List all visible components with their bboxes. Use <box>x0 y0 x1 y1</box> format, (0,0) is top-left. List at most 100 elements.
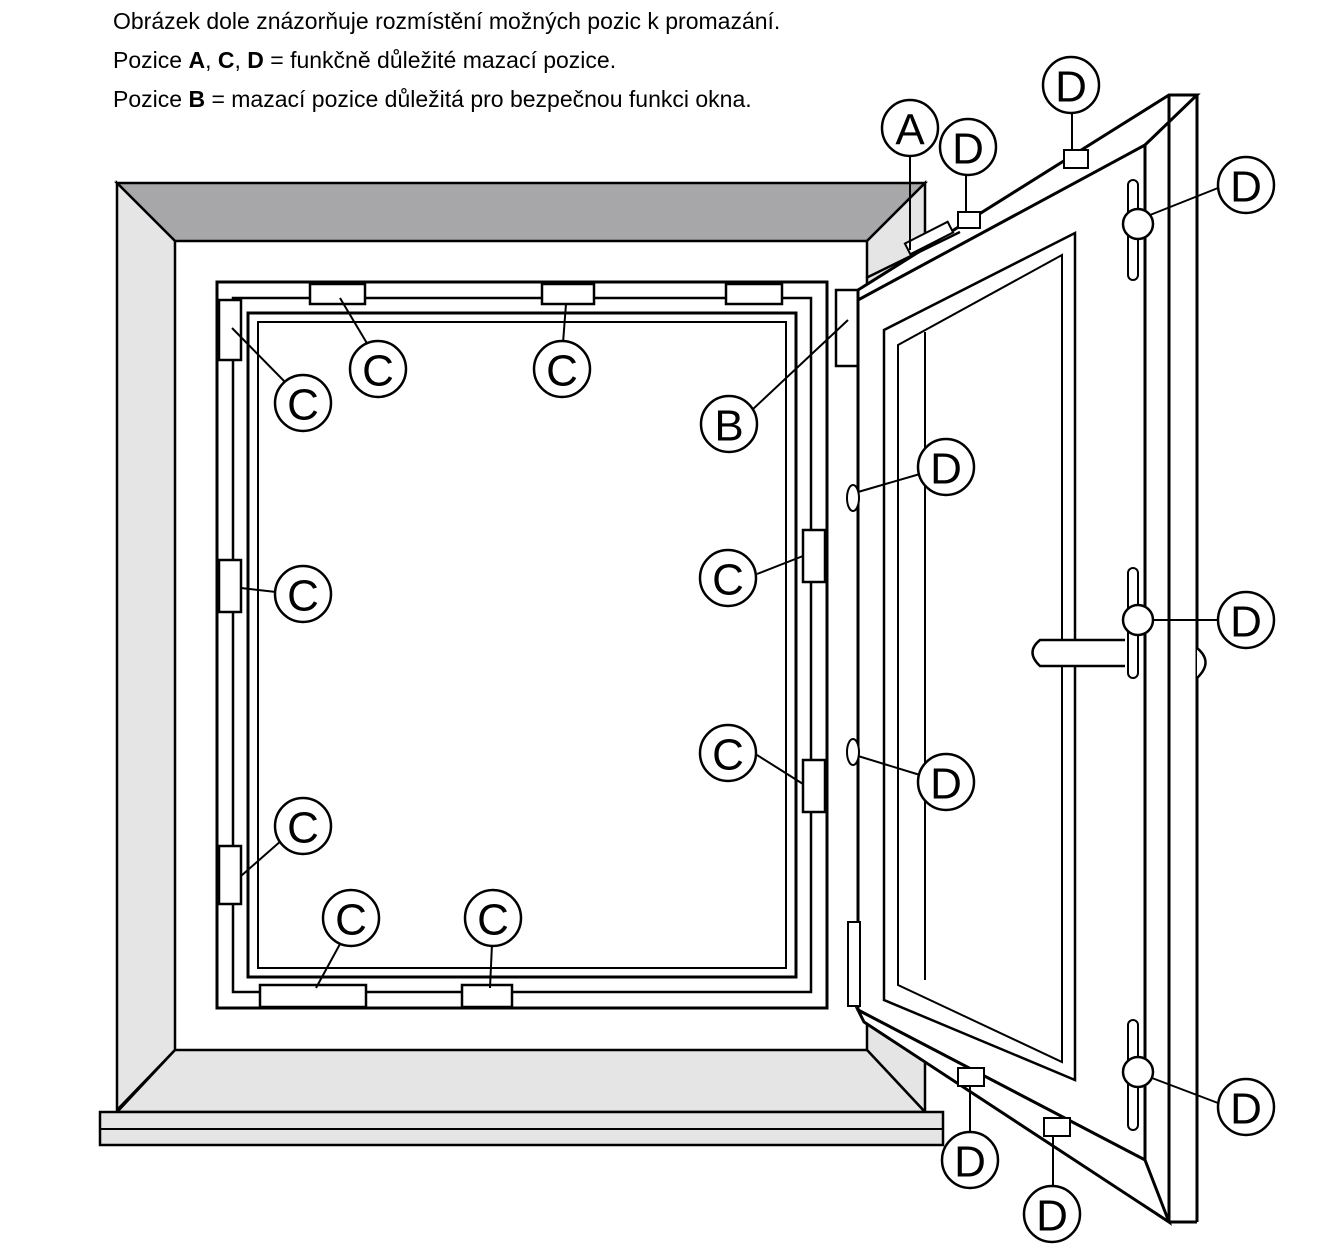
intro-pos-a: A <box>188 47 206 73</box>
cam-bottom <box>1121 1055 1155 1089</box>
side-cam-upper <box>846 484 860 512</box>
rail-fitting-d1 <box>957 211 981 229</box>
label-d-bottom-rail-2: D <box>1022 1184 1082 1244</box>
label-c-top-left: C <box>348 339 408 399</box>
rail-fitting-a <box>903 220 955 256</box>
label-c-text: C <box>287 804 319 853</box>
leader-c-top-left <box>339 297 369 346</box>
label-d-text: D <box>1036 1192 1068 1241</box>
label-c-left-top: C <box>273 373 333 433</box>
reveal-left <box>115 179 177 1114</box>
position-labels: A B C C C C C C <box>273 55 1276 1244</box>
intro-pos-b: B <box>188 86 206 112</box>
label-b-text: B <box>714 402 743 451</box>
frame-outer <box>215 280 829 1010</box>
handle-icon <box>1031 638 1125 668</box>
label-d-bottom-rail-1: D <box>940 1130 1000 1190</box>
label-a-text: A <box>895 106 925 155</box>
frame-inner <box>246 311 798 979</box>
frame-inner-edge <box>257 321 787 969</box>
rail-fitting-d4 <box>1043 1117 1071 1137</box>
label-d-text: D <box>1055 63 1087 112</box>
keeper-bottom-center <box>460 983 514 1009</box>
label-d-side-lower: D <box>916 752 976 812</box>
leader-d-side-upper <box>857 473 921 493</box>
label-d-top-rail-1: D <box>938 117 998 177</box>
keeper-left-bottom <box>217 844 243 906</box>
leader-b <box>751 319 849 411</box>
keeper-left-middle <box>217 558 243 614</box>
label-d-text: D <box>1230 1085 1262 1134</box>
keeper-top-left <box>308 282 367 306</box>
intro-line-3-prefix: Pozice <box>113 86 189 112</box>
intro-line-3-suffix: = mazací pozice důležitá pro bezpečnou f… <box>205 86 752 112</box>
cam-middle <box>1121 603 1155 637</box>
cam-top <box>1121 207 1155 241</box>
intro-line-1: Obrázek dole znázorňuje rozmístění možný… <box>113 8 781 34</box>
label-a: A <box>880 98 940 158</box>
intro-sep-1: , <box>205 47 218 73</box>
label-c-text: C <box>287 572 319 621</box>
keeper-right-lower <box>801 758 827 814</box>
side-cam-lower <box>846 738 860 766</box>
sash-top-rail <box>865 230 961 280</box>
leaders <box>231 110 1219 1186</box>
label-d-cam-bottom: D <box>1216 1077 1276 1137</box>
label-c-text: C <box>546 347 578 396</box>
label-d-text: D <box>930 445 962 494</box>
window-frame <box>215 280 829 1010</box>
label-c-bottom-center: C <box>463 888 523 948</box>
label-d-side-upper: D <box>916 437 976 497</box>
intro-line-2-suffix: = funkčně důležité mazací pozice. <box>263 47 617 73</box>
label-d-text: D <box>1230 163 1262 212</box>
keeper-top-center <box>540 282 596 306</box>
label-c-right-lower: C <box>698 723 758 783</box>
label-c-text: C <box>287 381 319 430</box>
leader-c-top-center <box>562 303 567 344</box>
label-d-text: D <box>1230 598 1262 647</box>
label-d-text: D <box>930 760 962 809</box>
intro-pos-d: D <box>247 47 264 73</box>
intro-text: Obrázek dole znázorňuje rozmístění možný… <box>113 2 780 119</box>
leader-c-right-lower <box>756 754 804 785</box>
rail-fitting-d2 <box>1063 149 1089 169</box>
sash-glazing-frame <box>882 230 1077 1082</box>
label-c-top-center: C <box>532 339 592 399</box>
sash-glass <box>897 253 1063 1064</box>
rail-fitting-d3 <box>957 1067 985 1087</box>
intro-sep-2: , <box>234 47 248 73</box>
frame-keepers <box>217 282 860 1009</box>
leader-c-bottom-center <box>489 943 493 989</box>
keeper-left-top <box>217 298 243 362</box>
handle-base <box>1196 647 1207 679</box>
leader-c-bottom-left <box>315 943 341 989</box>
label-c-text: C <box>712 556 744 605</box>
label-d-text: D <box>952 125 984 174</box>
intro-line-2-prefix: Pozice <box>113 47 189 73</box>
keeper-top-right <box>724 282 784 306</box>
leader-d-side-lower <box>857 755 921 776</box>
label-c-left-middle: C <box>273 564 333 624</box>
leader-c-right-upper <box>756 555 804 575</box>
intro-line-3: Pozice B = mazací pozice důležitá pro be… <box>113 80 780 119</box>
label-d-cam-middle: D <box>1216 590 1276 650</box>
label-c-text: C <box>362 347 394 396</box>
leader-d-cam-bottom <box>1151 1077 1219 1104</box>
label-c-text: C <box>712 731 744 780</box>
leader-d-cam-top <box>1149 187 1219 216</box>
label-c-text: C <box>477 896 509 945</box>
label-c-bottom-left: C <box>321 888 381 948</box>
leader-c-left-middle <box>240 587 277 593</box>
label-c-left-bottom: C <box>273 796 333 856</box>
leader-c-left-top <box>231 327 286 383</box>
label-c-text: C <box>335 896 367 945</box>
intro-pos-c: C <box>217 47 235 73</box>
intro-line-2: Pozice A, C, D = funkčně důležité mazací… <box>113 41 780 80</box>
reveal-top <box>113 181 929 243</box>
label-c-right-upper: C <box>698 548 758 608</box>
label-d-cam-top: D <box>1216 155 1276 215</box>
reveal-bottom <box>114 1048 928 1114</box>
label-b: B <box>699 394 759 454</box>
open-sash <box>846 93 1207 1226</box>
